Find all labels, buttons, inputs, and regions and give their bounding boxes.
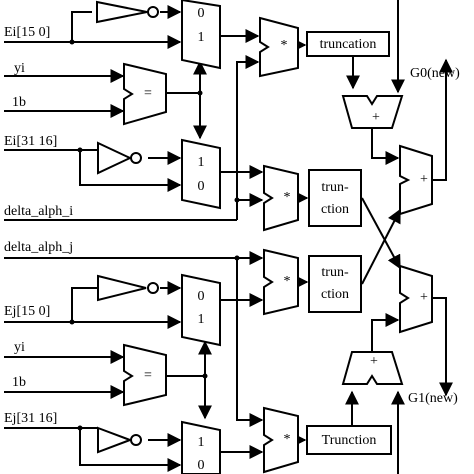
truncation-block-3-label-line2: ction — [321, 287, 349, 302]
input-label-delta-alph-j: delta_alph_j — [4, 240, 73, 255]
mux-3: 0 1 — [181, 273, 221, 347]
not-gate-3 — [97, 274, 159, 302]
input-label-yi-top: yi — [14, 61, 25, 76]
multiplier-2-symbol: * — [284, 190, 291, 205]
adder-3: + — [399, 264, 433, 334]
output-label-g0: G0(new) — [410, 66, 460, 81]
adder-4: + — [341, 351, 404, 385]
truncation-block-3-label-line1: trun- — [321, 265, 349, 280]
comparator-bottom-symbol: = — [144, 368, 152, 383]
truncation-block-2-label-line1: trun- — [321, 180, 349, 195]
mux-1: 0 1 — [181, 0, 221, 70]
not-gate-4 — [97, 426, 142, 454]
mux-4: 1 0 — [181, 420, 221, 474]
mux-4-input-0-label: 0 — [198, 458, 205, 473]
comparator-top-symbol: = — [144, 86, 152, 101]
multiplier-4-symbol: * — [284, 432, 291, 447]
truncation-block-2: trun- ction — [308, 169, 362, 227]
adder-1: + — [341, 95, 404, 129]
input-label-ej-high: Ej[31 16] — [4, 411, 57, 426]
truncation-block-4-label: Trunction — [322, 433, 377, 448]
input-label-1b-bottom: 1b — [12, 375, 26, 390]
input-label-1b-top: 1b — [12, 95, 26, 110]
not-gate-1 — [96, 0, 159, 24]
mux-2-input-1-label: 1 — [198, 155, 205, 170]
adder-2-symbol: + — [420, 172, 428, 187]
mux-2: 1 0 — [181, 138, 221, 210]
truncation-block-1-label: truncation — [320, 37, 377, 52]
mux-3-input-0-label: 0 — [198, 289, 205, 304]
input-label-ei-high: Ei[31 16] — [4, 134, 57, 149]
comparator-bottom: = — [123, 343, 167, 407]
not-gate-2 — [97, 141, 142, 175]
input-label-yi-bottom: yi — [14, 340, 25, 355]
input-label-ej-low: Ej[15 0] — [4, 304, 50, 319]
multiplier-2: * — [263, 164, 299, 232]
truncation-block-2-label-line2: ction — [321, 202, 349, 217]
bottom-section-wires — [4, 251, 453, 474]
top-section-wires — [4, 0, 453, 221]
multiplier-1: * — [259, 16, 299, 78]
multiplier-3-symbol: * — [284, 274, 291, 289]
input-label-delta-alph-i: delta_alph_i — [4, 204, 73, 219]
adder-3-symbol: + — [420, 290, 428, 305]
truncation-block-4: Trunction — [306, 425, 392, 455]
mux-1-input-1-label: 1 — [198, 30, 205, 45]
mux-4-input-1-label: 1 — [198, 435, 205, 450]
mux-3-input-1-label: 1 — [198, 312, 205, 327]
multiplier-3: * — [263, 248, 299, 316]
crossing-wires — [361, 197, 401, 285]
adder-4-symbol: + — [370, 354, 378, 369]
comparator-top: = — [123, 62, 167, 126]
output-label-g1: G1(new) — [408, 391, 458, 406]
truncation-block-1: truncation — [306, 31, 390, 57]
input-label-ei-low: Ei[15 0] — [4, 25, 50, 40]
mux-2-input-0-label: 0 — [198, 179, 205, 194]
adder-2: + — [399, 144, 433, 216]
adder-1-symbol: + — [372, 110, 380, 125]
truncation-block-3: trun- ction — [308, 255, 362, 313]
multiplier-1-symbol: * — [281, 38, 288, 53]
mux-1-input-0-label: 0 — [198, 6, 205, 21]
multiplier-4: * — [263, 406, 299, 474]
